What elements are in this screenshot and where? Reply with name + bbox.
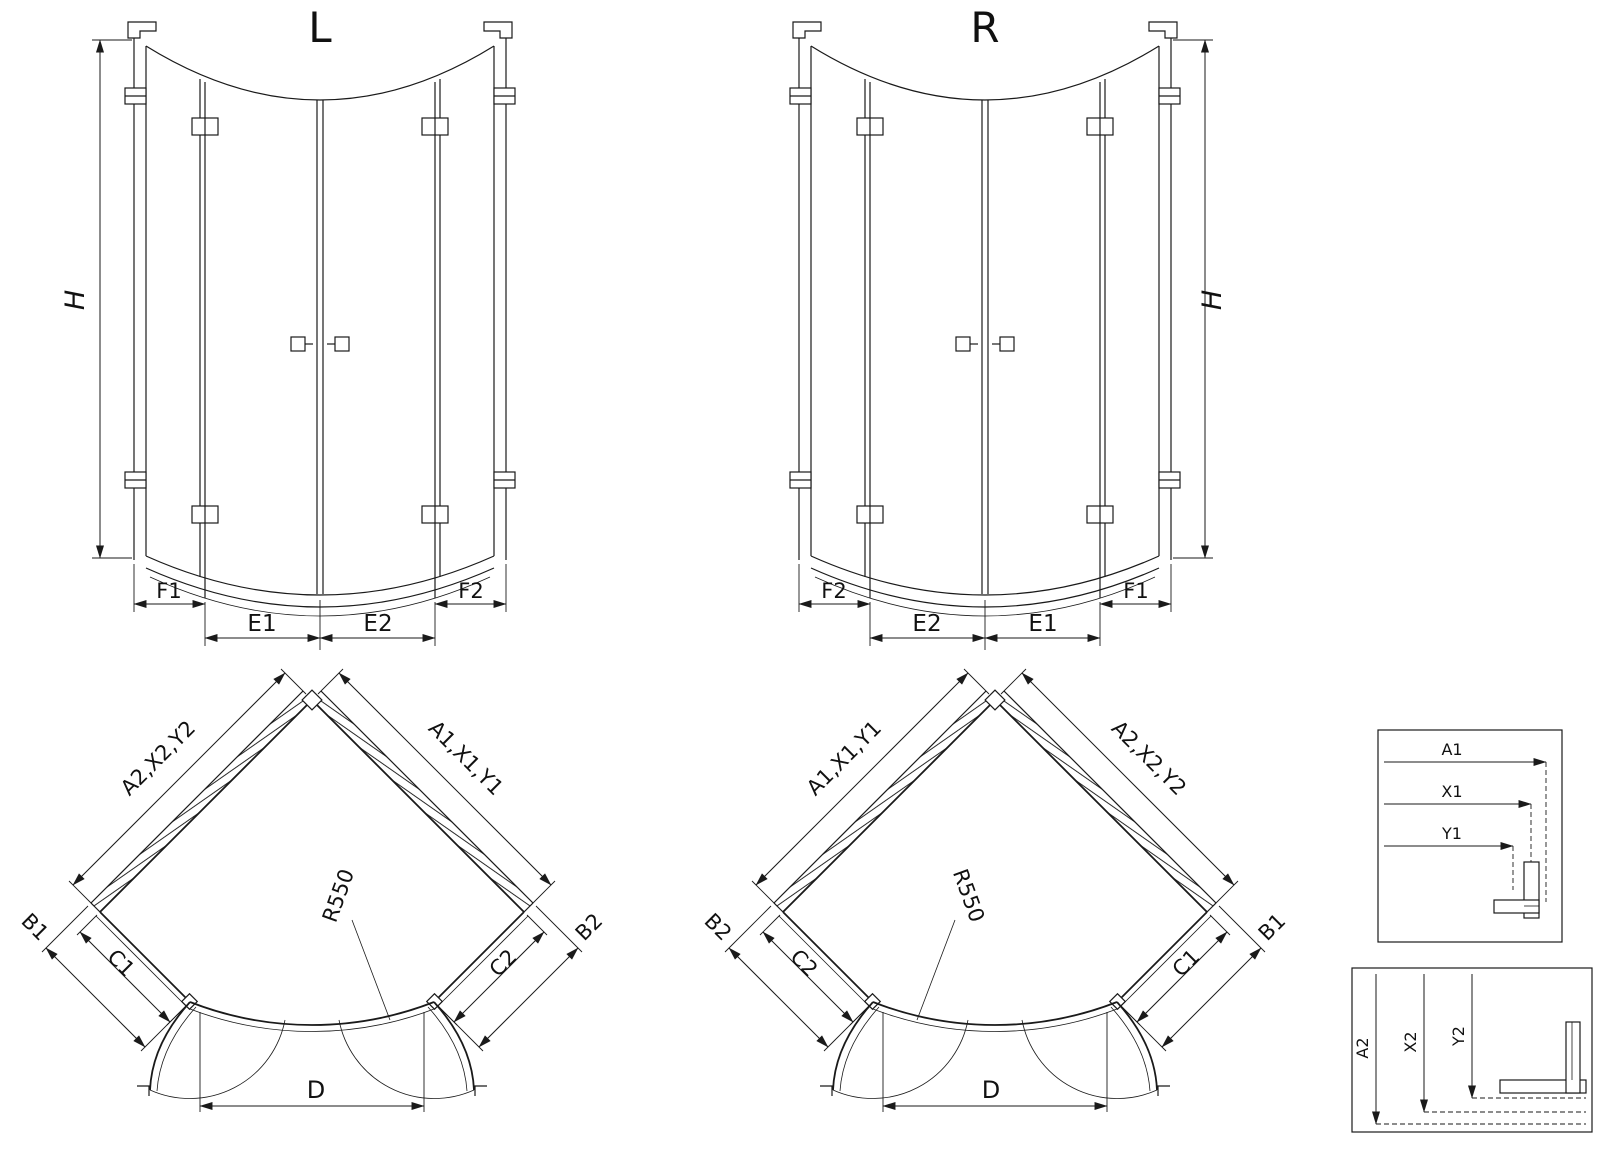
dim-label-d: D: [307, 1076, 325, 1104]
dim-label-f2: F2: [821, 579, 846, 603]
dim-label-c1: C1: [103, 945, 140, 982]
height-dim-label-left: H: [60, 290, 91, 310]
dim-label-e1: E1: [1028, 611, 1057, 637]
plan-right-view: A1,X1,Y1 A2,X2,Y2 B2 C2 C1 B1 R550 D: [700, 669, 1291, 1112]
dim-label-d: D: [982, 1076, 1000, 1104]
dim-label-f1: F1: [1123, 579, 1148, 603]
dim-label-b2: B2: [700, 909, 737, 946]
radius-label: R550: [318, 866, 359, 926]
elevation-left-view: L H F1 E1 E2 F2: [60, 3, 515, 650]
detail-dim-x1: X1: [1441, 782, 1462, 801]
dim-label-e2: E2: [912, 611, 941, 637]
detail-dim-y2: Y2: [1449, 1026, 1468, 1047]
dim-label-c2: C2: [786, 945, 823, 982]
detail-dim-a1: A1: [1441, 740, 1462, 759]
detail-section-bottom: A2 X2 Y2: [1351, 967, 1593, 1133]
dim-label-b2: B2: [571, 909, 608, 946]
dim-label-a1x1y1: A1,X1,Y1: [802, 716, 886, 800]
dim-label-e1: E1: [247, 611, 276, 637]
elevation-left-title: L: [308, 3, 332, 52]
detail-dim-x2: X2: [1401, 1031, 1420, 1052]
detail-section-top: A1 X1 Y1: [1377, 729, 1563, 943]
dim-label-c2: C2: [485, 945, 522, 982]
radius-label: R550: [948, 866, 989, 926]
dim-label-b1: B1: [1254, 909, 1291, 946]
dim-label-f2: F2: [458, 579, 483, 603]
height-dim-label-right: H: [1197, 290, 1228, 310]
dim-label-e2: E2: [363, 611, 392, 637]
detail-dim-y1: Y1: [1441, 824, 1462, 843]
dim-label-a2x2y2: A2,X2,Y2: [116, 716, 200, 800]
dim-label-b1: B1: [17, 909, 54, 946]
elevation-right-view: R H F2 E2 E1 F1: [790, 3, 1228, 650]
dim-label-a2x2y2: A2,X2,Y2: [1107, 716, 1191, 800]
detail-dim-a2: A2: [1353, 1037, 1372, 1058]
plan-left-view: A2,X2,Y2 A1,X1,Y1 B1 C1 C2 B2 R550 D: [17, 669, 608, 1112]
dim-label-f1: F1: [156, 579, 181, 603]
dim-label-a1x1y1: A1,X1,Y1: [424, 716, 508, 800]
dim-label-c1: C1: [1168, 945, 1205, 982]
elevation-right-title: R: [970, 3, 999, 52]
